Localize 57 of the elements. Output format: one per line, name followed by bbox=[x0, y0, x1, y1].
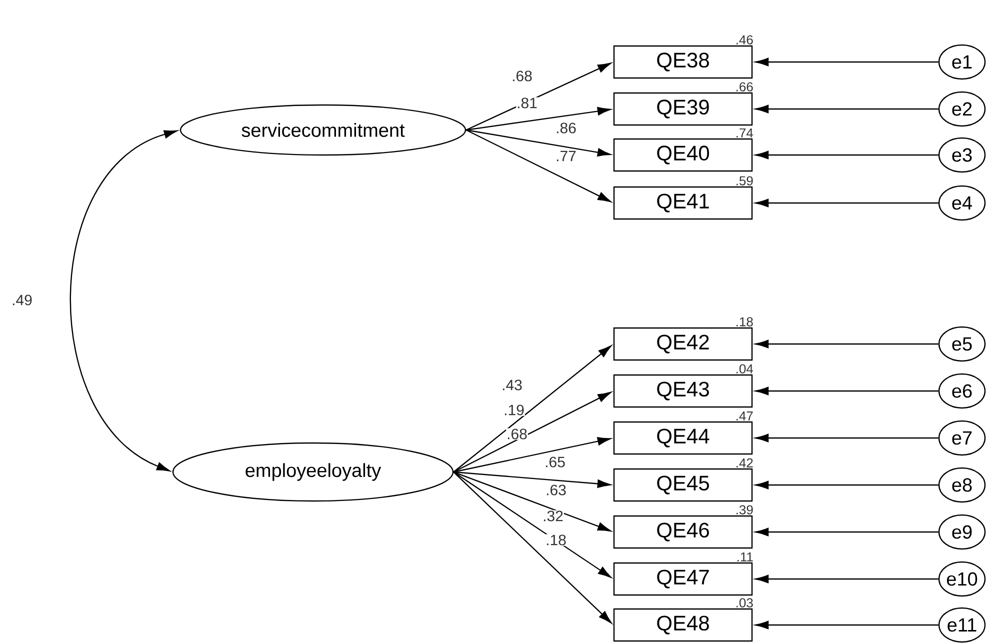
indicator-box: QE42 bbox=[613, 327, 753, 361]
indicator-box: QE40 bbox=[613, 138, 753, 172]
edge-label: .65 bbox=[546, 456, 565, 468]
r-squared-value: .11 bbox=[738, 552, 753, 562]
r-squared-value: .03 bbox=[736, 598, 753, 608]
edge-label: .81 bbox=[518, 98, 537, 108]
r-squared-value: .47 bbox=[736, 411, 753, 420]
indicator-box: QE48 bbox=[613, 608, 753, 642]
arrow bbox=[755, 480, 938, 490]
r-squared-value: .18 bbox=[736, 317, 753, 326]
arrow bbox=[755, 198, 938, 208]
edge-label: .49 bbox=[12, 294, 32, 306]
indicator-box: QE47 bbox=[613, 562, 753, 596]
r-squared-value: .42 bbox=[736, 458, 753, 468]
arrow bbox=[755, 574, 938, 584]
arrow bbox=[755, 434, 938, 442]
arrow bbox=[755, 58, 938, 66]
r-squared-value: .66 bbox=[736, 82, 753, 92]
arrow bbox=[453, 472, 612, 624]
indicator-box: QE41 bbox=[613, 186, 753, 220]
edge-label: .86 bbox=[556, 122, 576, 134]
arrow bbox=[466, 62, 612, 131]
indicator-box: QE46 bbox=[613, 515, 753, 549]
r-squared-value: .59 bbox=[736, 176, 753, 186]
edge-label: .32 bbox=[544, 510, 563, 522]
edge-label: .68 bbox=[512, 70, 532, 82]
r-squared-value: .39 bbox=[736, 505, 753, 514]
arrow bbox=[755, 528, 938, 536]
arrow bbox=[453, 392, 612, 473]
arrow bbox=[453, 437, 611, 473]
indicator-box: QE38 bbox=[613, 45, 753, 79]
r-squared-value: .04 bbox=[736, 364, 754, 374]
arrow bbox=[466, 129, 612, 202]
edge-label: .43 bbox=[502, 380, 522, 390]
arrow bbox=[755, 386, 938, 396]
indicator-box: QE45 bbox=[613, 468, 753, 502]
arrow bbox=[466, 129, 611, 157]
edge-label: .19 bbox=[504, 404, 524, 416]
arrow bbox=[755, 620, 938, 630]
arrow bbox=[453, 472, 612, 578]
indicator-box: QE43 bbox=[613, 374, 753, 408]
edge-label: .68 bbox=[508, 428, 527, 440]
arrow bbox=[453, 345, 612, 472]
indicator-box: QE39 bbox=[613, 92, 753, 126]
arrow bbox=[755, 340, 938, 348]
r-squared-value: .46 bbox=[736, 35, 753, 44]
arrow bbox=[755, 150, 938, 160]
arrow bbox=[454, 471, 611, 488]
arrow bbox=[755, 104, 938, 114]
edge-label: .77 bbox=[556, 150, 576, 162]
edge-label: .18 bbox=[546, 534, 566, 546]
r-squared-value: .74 bbox=[736, 128, 754, 138]
edge-label: .63 bbox=[546, 484, 566, 496]
arrow bbox=[453, 471, 611, 532]
arrow bbox=[466, 107, 611, 131]
covariance-arrow bbox=[70, 130, 178, 472]
indicator-box: QE44 bbox=[613, 421, 753, 455]
